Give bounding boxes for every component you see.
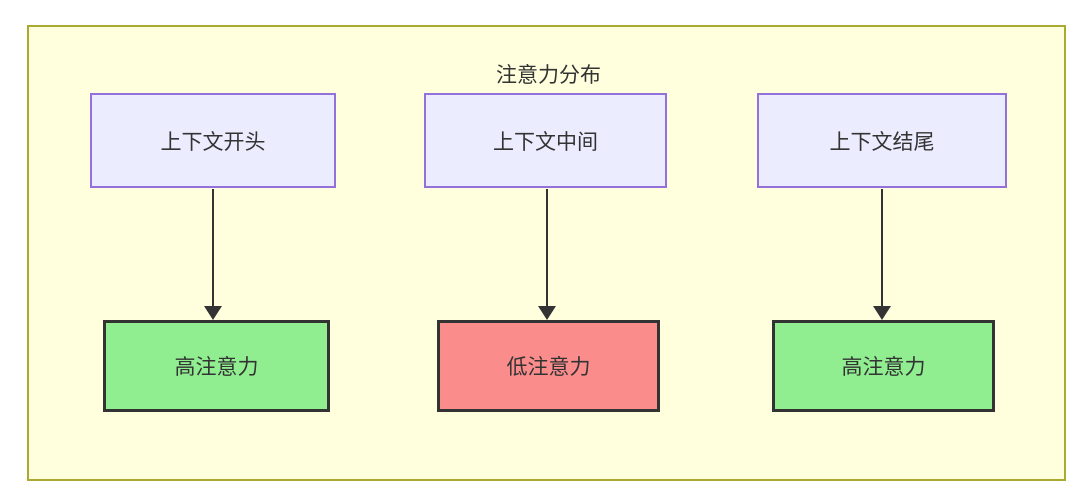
node-context-middle: 上下文中间 — [424, 93, 667, 188]
diagram-title: 注意力分布 — [496, 64, 601, 87]
node-context-start: 上下文开头 — [90, 93, 336, 188]
node-context-end: 上下文结尾 — [757, 93, 1007, 188]
node-attention-start: 高注意力 — [103, 320, 330, 412]
node-attention-start-label: 高注意力 — [174, 356, 259, 379]
node-attention-end: 高注意力 — [772, 320, 995, 412]
node-context-start-label: 上下文开头 — [160, 130, 266, 154]
node-attention-middle: 低注意力 — [437, 320, 660, 412]
node-attention-end-label: 高注意力 — [841, 356, 926, 379]
node-context-end-label: 上下文结尾 — [829, 130, 935, 154]
node-attention-middle-label: 低注意力 — [506, 356, 591, 379]
node-context-middle-label: 上下文中间 — [493, 130, 598, 154]
